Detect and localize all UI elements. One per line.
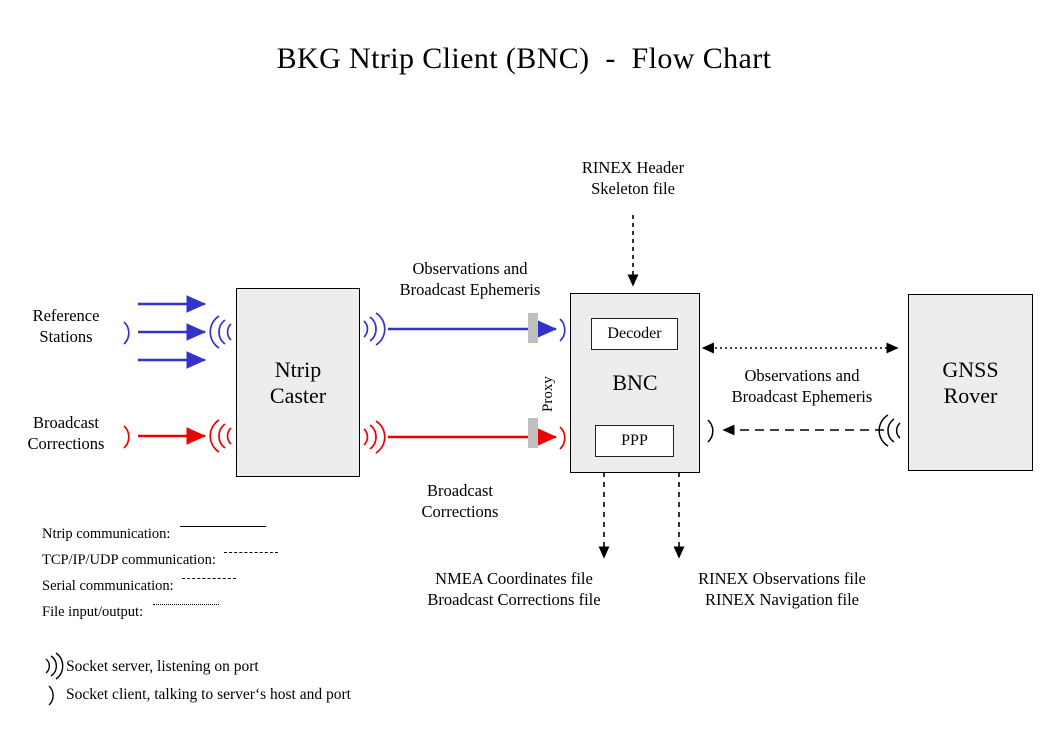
legend-ntrip-communication: Ntrip communication: — [42, 526, 267, 543]
legend-sample-dashed — [223, 552, 278, 553]
socket-server-icon-caster-left-red — [209, 419, 232, 453]
proxy-bar-upper — [528, 313, 538, 343]
socket-server-icon-caster-right-blue — [363, 312, 386, 346]
node-ntrip-caster[interactable]: Ntrip Caster — [236, 288, 360, 477]
legend-ntrip-communication-label: Ntrip communication: — [42, 526, 171, 542]
socket-client-icon-refstations — [123, 321, 130, 345]
label-reference-stations: Reference Stations — [32, 306, 100, 346]
label-nmea-output-files: NMEA Coordinates file Broadcast Correcti… — [427, 569, 601, 609]
arrow-reference-stations-to-caster — [138, 295, 207, 369]
socket-client-icon-bnc-observations — [559, 318, 566, 342]
socket-client-icon-legend — [48, 685, 54, 706]
node-decoder[interactable]: Decoder — [591, 318, 678, 350]
node-bnc-label: BNC — [612, 370, 658, 396]
label-broadcast-corrections-mid: Broadcast Corrections — [421, 481, 499, 521]
legend-tcpip-communication-label: TCP/IP/UDP communication: — [42, 552, 216, 568]
socket-server-icon-caster-right-red — [363, 420, 386, 454]
legend-sample-solid — [180, 526, 267, 527]
legend-serial-communication: Serial communication: — [42, 578, 236, 595]
legend-socket-server-label: Socket server, listening on port — [66, 658, 259, 675]
label-observations-ephemeris-right: Observations and Broadcast Ephemeris — [731, 366, 873, 406]
legend-file-input-output: File input/output: — [42, 604, 220, 621]
label-rinex-header-skeleton-file: RINEX Header Skeleton file — [581, 158, 685, 198]
node-gnss-rover-label: GNSS Rover — [942, 356, 999, 408]
label-observations-ephemeris-top: Observations and Broadcast Ephemeris — [399, 259, 541, 299]
socket-server-icon-caster-left-blue — [209, 315, 232, 349]
socket-client-icon-bnc-corrections — [559, 426, 566, 450]
legend-tcpip-communication: TCP/IP/UDP communication: — [42, 552, 278, 569]
legend-sample-dash-dot — [181, 578, 236, 579]
legend-socket-server: Socket server, listening on port — [66, 658, 259, 676]
socket-server-icon-legend — [45, 652, 64, 680]
node-gnss-rover[interactable]: GNSS Rover — [908, 294, 1033, 471]
label-rinex-output-files: RINEX Observations file RINEX Navigation… — [698, 569, 866, 609]
legend-socket-client-label: Socket client, talking to server‘s host … — [66, 686, 351, 703]
node-ntrip-caster-label: Ntrip Caster — [269, 356, 327, 408]
node-ppp[interactable]: PPP — [595, 425, 674, 457]
legend-file-input-output-label: File input/output: — [42, 604, 144, 620]
node-ppp-label: PPP — [621, 432, 648, 449]
proxy-label: Proxy — [540, 376, 556, 412]
label-broadcast-corrections-left: Broadcast Corrections — [27, 413, 105, 453]
socket-client-icon-corrections — [123, 425, 130, 449]
socket-server-icon-rover-left — [878, 414, 901, 447]
node-decoder-label: Decoder — [607, 325, 662, 342]
legend-socket-client: Socket client, talking to server‘s host … — [66, 686, 351, 704]
legend-serial-communication-label: Serial communication: — [42, 578, 174, 594]
proxy-bar-lower — [528, 418, 538, 448]
socket-client-icon-bnc-rover — [707, 419, 714, 443]
page-title: BKG Ntrip Client (BNC) - Flow Chart — [276, 42, 772, 75]
legend-sample-dotted — [153, 604, 220, 605]
